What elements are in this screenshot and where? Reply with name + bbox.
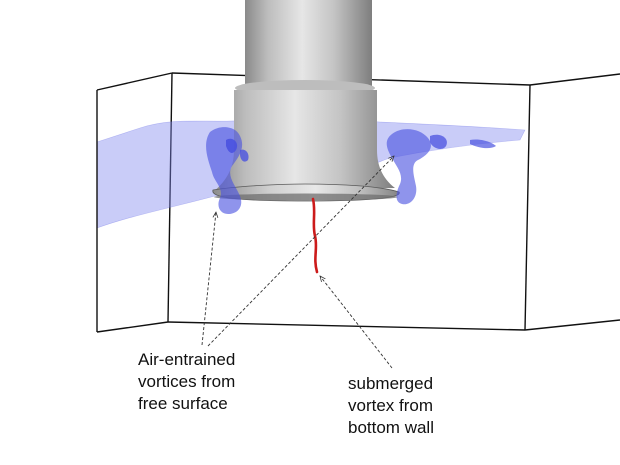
submerged-vortex-label-line-2: vortex from: [348, 396, 434, 415]
arrow-to-submerged-vortex: [320, 276, 393, 369]
domain-front-edges: [96, 73, 620, 333]
air-vortex-left: [206, 127, 249, 214]
bell-mouth-rim: [214, 193, 398, 201]
submerged-vortex-label-line-1: submerged: [348, 374, 434, 393]
free-surface-vortex-label-line-2: vortices from: [138, 372, 236, 391]
free-surface-vortex-label: Air-entrained vortices from free surface: [138, 349, 235, 415]
submerged-vortex-label: submerged vortex from bottom wall: [348, 373, 434, 439]
free-surface-vortex-label-line-1: Air-entrained: [138, 350, 236, 369]
domain-back-edges: [96, 72, 531, 331]
pipe-lower-body: [213, 90, 395, 192]
pipe-upper-column: [245, 0, 372, 86]
arrow-to-right-vortex: [207, 156, 394, 347]
air-vortex-right: [386, 129, 496, 205]
annotation-arrows: [201, 156, 394, 369]
submerged-vortex-label-line-3: bottom wall: [348, 418, 434, 437]
arrow-to-left-vortex: [201, 212, 216, 346]
free-surface-vortex-label-line-3: free surface: [138, 394, 228, 413]
submerged-vortex-filament: [311, 197, 319, 274]
intake-pipe: [212, 0, 400, 202]
